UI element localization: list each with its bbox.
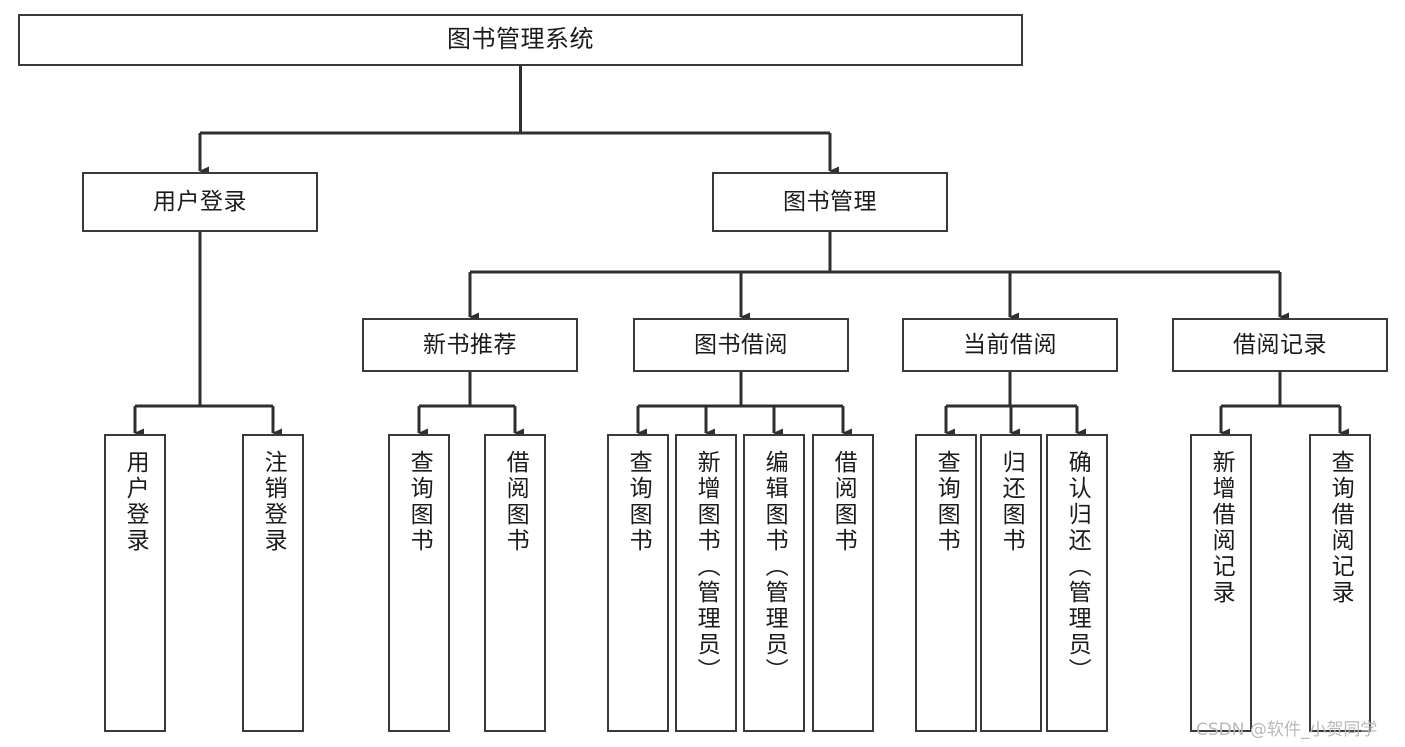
node-l6[interactable]: 新增图书（管理员） — [675, 434, 737, 732]
node-label: 新增借阅记录 — [1208, 450, 1235, 606]
node-label: 确认归还（管理员） — [1064, 450, 1091, 684]
node-label: 借阅图书 — [830, 450, 857, 554]
node-l2[interactable]: 注销登录 — [242, 434, 304, 732]
node-label: 新书推荐 — [423, 331, 517, 358]
node-l1[interactable]: 用户登录 — [104, 434, 166, 732]
node-label: 查询图书 — [933, 450, 960, 554]
node-label: 图书借阅 — [694, 331, 788, 358]
watermark-label: CSDN @软件_小贺同学 — [1196, 720, 1378, 740]
node-borrow[interactable]: 图书借阅 — [633, 318, 849, 372]
node-label: 借阅图书 — [502, 450, 529, 554]
node-l10[interactable]: 归还图书 — [980, 434, 1042, 732]
node-records[interactable]: 借阅记录 — [1172, 318, 1388, 372]
node-login[interactable]: 用户登录 — [82, 172, 318, 232]
node-l9[interactable]: 查询图书 — [915, 434, 977, 732]
node-label: 借阅记录 — [1233, 331, 1327, 358]
node-label: 新增图书（管理员） — [693, 450, 720, 684]
node-l8[interactable]: 借阅图书 — [812, 434, 874, 732]
node-label: 查询借阅记录 — [1327, 450, 1354, 606]
node-l12[interactable]: 新增借阅记录 — [1190, 434, 1252, 732]
node-label: 当前借阅 — [963, 331, 1057, 358]
node-label: 图书管理系统 — [447, 25, 594, 54]
node-label: 用户登录 — [153, 188, 247, 215]
node-label: 用户登录 — [122, 450, 149, 554]
node-l11[interactable]: 确认归还（管理员） — [1046, 434, 1108, 732]
node-label: 注销登录 — [260, 450, 287, 554]
node-l13[interactable]: 查询借阅记录 — [1309, 434, 1371, 732]
node-bookmgmt[interactable]: 图书管理 — [712, 172, 948, 232]
node-label: 归还图书 — [998, 450, 1025, 554]
node-label: 查询图书 — [625, 450, 652, 554]
node-l7[interactable]: 编辑图书（管理员） — [743, 434, 805, 732]
node-l5[interactable]: 查询图书 — [607, 434, 669, 732]
node-label: 编辑图书（管理员） — [761, 450, 788, 684]
node-l4[interactable]: 借阅图书 — [484, 434, 546, 732]
node-l3[interactable]: 查询图书 — [388, 434, 450, 732]
node-current[interactable]: 当前借阅 — [902, 318, 1118, 372]
node-root[interactable]: 图书管理系统 — [18, 14, 1023, 66]
node-label: 图书管理 — [783, 188, 877, 215]
edge-group — [133, 66, 1349, 438]
node-newbook[interactable]: 新书推荐 — [362, 318, 578, 372]
node-label: 查询图书 — [406, 450, 433, 554]
